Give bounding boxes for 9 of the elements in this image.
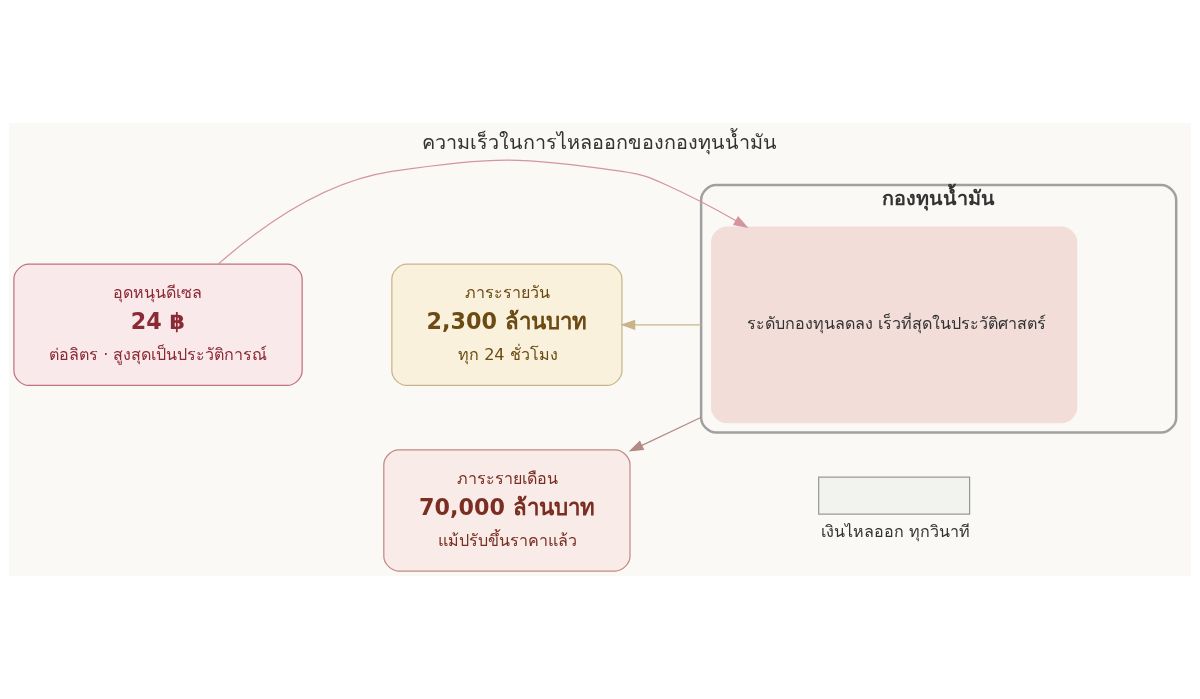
node-label: เงินไหลออก ทุกวินาที <box>821 521 971 541</box>
node-box: ระดับกองทุนลดลง เร็วที่สุดในประวัติศาสตร์ <box>711 226 1078 424</box>
node-box: อุดหนุนดีเซล 24 ฿ ต่อลิตร · สูงสุดเป็นประวัติการณ์ <box>13 263 303 387</box>
node-box: ภาระรายเดือน 70,000 ล้านบาท แม้ปรับขึ้นราคาแล้ว <box>383 449 631 572</box>
arrow <box>620 319 702 331</box>
node-box: ภาระรายวัน 2,300 ล้านบาท ทุก 24 ชั่วโมง <box>391 263 623 387</box>
arrow <box>217 159 749 265</box>
diagram-title: ความเร็วในการไหลออกของกองทุนน้ำมัน <box>422 130 778 154</box>
arrow <box>628 416 702 452</box>
